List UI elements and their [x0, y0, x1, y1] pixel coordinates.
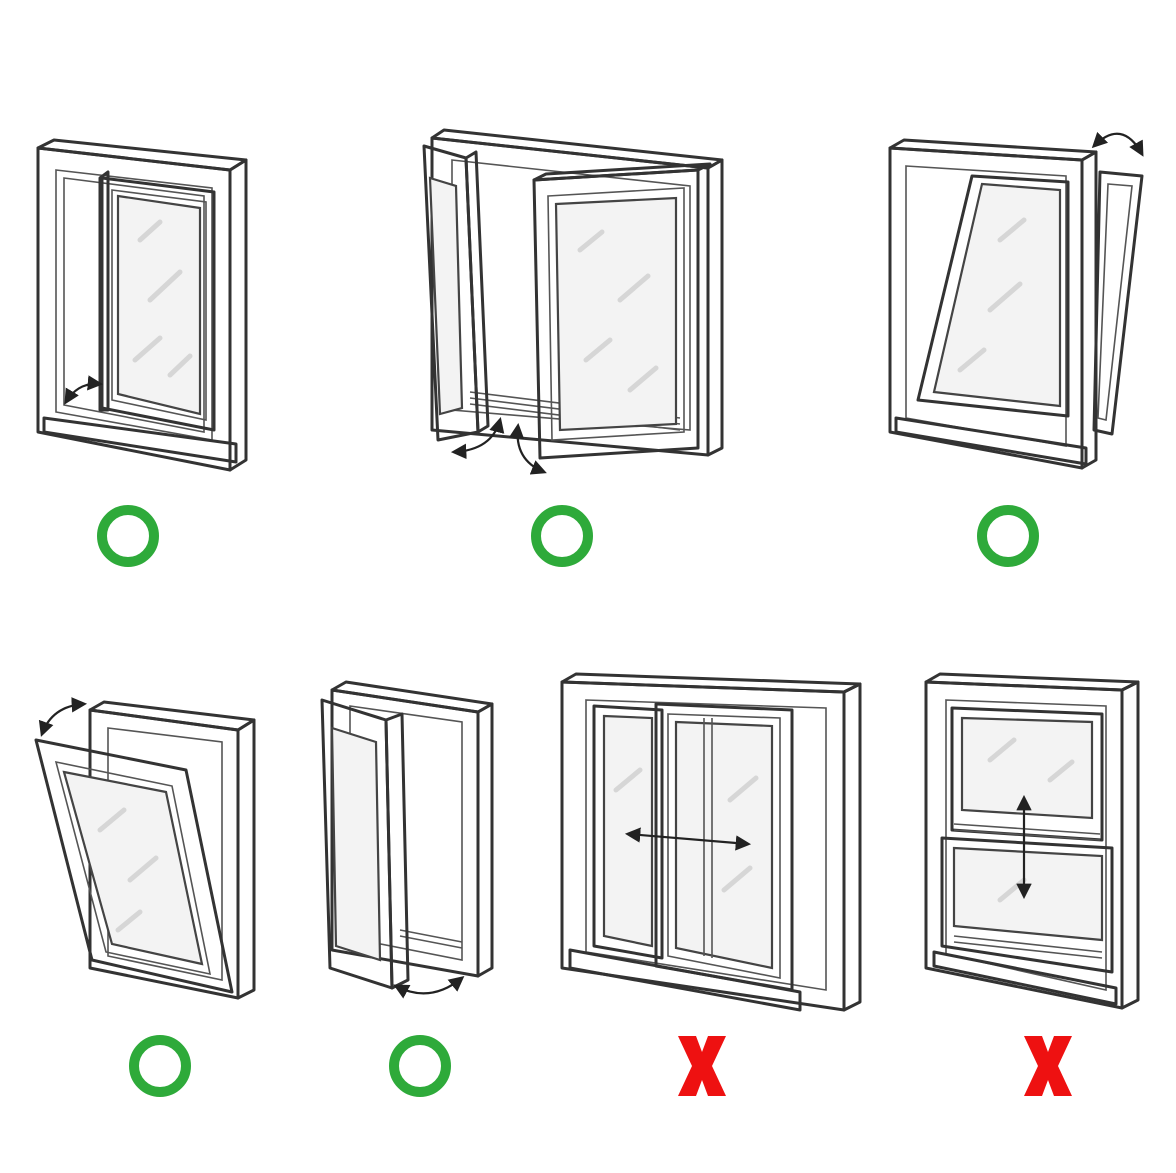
tilt-out-arrow-icon — [38, 697, 88, 737]
casement-inward-window — [36, 138, 248, 472]
supported-mark-double-casement — [531, 505, 593, 567]
side-swing-arrow-icon — [393, 976, 465, 999]
supported-mark-side-hung-small — [389, 1035, 451, 1097]
not-supported-mark-vertical-sliding — [1024, 1036, 1072, 1096]
horizontal-sliding-window — [560, 672, 862, 1012]
tilt-top-window — [888, 131, 1144, 470]
right-swing-arrow-icon — [508, 422, 547, 475]
tilt-arrow-icon — [1091, 131, 1144, 157]
vertical-sliding-window — [924, 672, 1140, 1010]
supported-mark-tilt-top — [977, 505, 1039, 567]
double-casement-window — [422, 128, 724, 475]
slide-horizontal-arrow-icon — [624, 827, 752, 851]
tilt-out-bottom-window — [34, 697, 256, 1000]
not-supported-mark-horizontal-sliding — [678, 1036, 726, 1096]
swing-arrow-icon — [64, 375, 104, 405]
supported-mark-casement-inward — [97, 505, 159, 567]
supported-mark-tilt-out-bottom — [129, 1035, 191, 1097]
side-hung-small-window — [320, 680, 494, 999]
left-swing-arrow-icon — [450, 417, 505, 460]
